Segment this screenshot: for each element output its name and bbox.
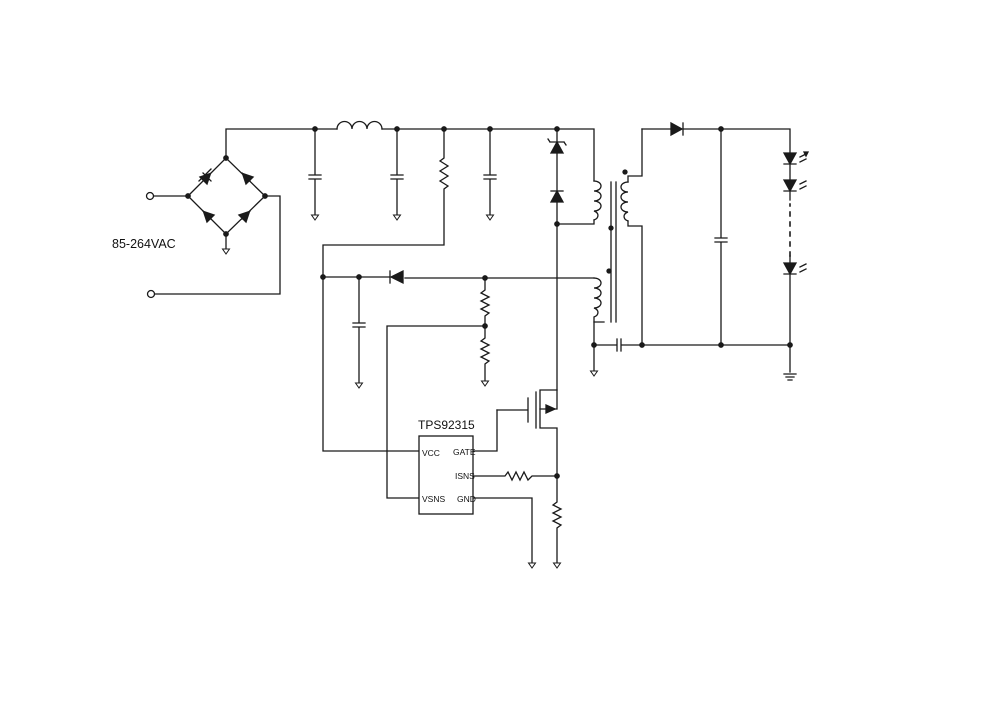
pin-isns-label: ISNS — [455, 471, 475, 481]
input-voltage-label: 85-264VAC — [112, 237, 176, 251]
y-capacitor — [589, 321, 645, 377]
pin-gnd-label: GND — [457, 494, 476, 504]
pin-vsns-label: VSNS — [422, 494, 446, 504]
ac-input-terminals — [145, 191, 281, 299]
bridge-rectifier — [185, 155, 268, 255]
snubber-clamp — [547, 128, 595, 227]
pin-vcc-label: VCC — [422, 448, 440, 458]
auxiliary-supply — [322, 269, 595, 499]
pin-gate-label: GATE — [453, 447, 476, 457]
secondary-output — [641, 121, 797, 381]
filter-capacitors — [308, 128, 497, 221]
dc-bus-rail — [225, 120, 595, 182]
flyback-transformer — [593, 128, 643, 346]
input-filter-inductor — [336, 120, 383, 130]
startup-resistor — [320, 128, 450, 452]
mosfet-switch — [472, 223, 558, 475]
controller-ic — [418, 435, 474, 515]
controller-part-number: TPS92315 — [418, 418, 475, 432]
current-sense — [472, 470, 563, 569]
led-string — [782, 151, 810, 346]
